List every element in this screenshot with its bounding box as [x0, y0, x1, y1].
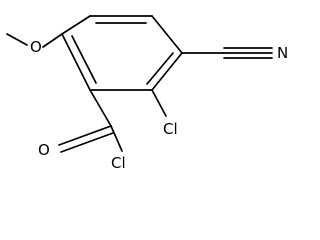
- ring-bond-6: [61, 33, 91, 91]
- carbonyl-double-bond-2: [60, 132, 114, 153]
- ring-bond-4-inner: [146, 52, 174, 85]
- carbonyl-cl-bond: [110, 125, 123, 152]
- ring-bond-4: [151, 52, 183, 91]
- carbonyl-double-bond-1: [58, 125, 112, 146]
- ring-chlorine-label: Cl: [163, 120, 178, 138]
- carbonyl-oxygen-label: O: [38, 141, 50, 159]
- acyl-chlorine-label: Cl: [111, 154, 126, 172]
- ring-bond-6-inner: [71, 35, 97, 84]
- ring-carbonyl-bond: [89, 89, 112, 127]
- methyl-o-bond: [6, 33, 28, 46]
- ring-bond-3: [151, 15, 183, 54]
- c-cl-bond: [151, 89, 167, 117]
- chemical-structure: O N Cl O Cl: [6, 15, 288, 172]
- ring-bond-1: [61, 15, 91, 35]
- nitrile-nitrogen-label: N: [277, 44, 288, 62]
- o-ring-bond: [42, 33, 63, 48]
- methoxy-oxygen-label: O: [30, 38, 42, 56]
